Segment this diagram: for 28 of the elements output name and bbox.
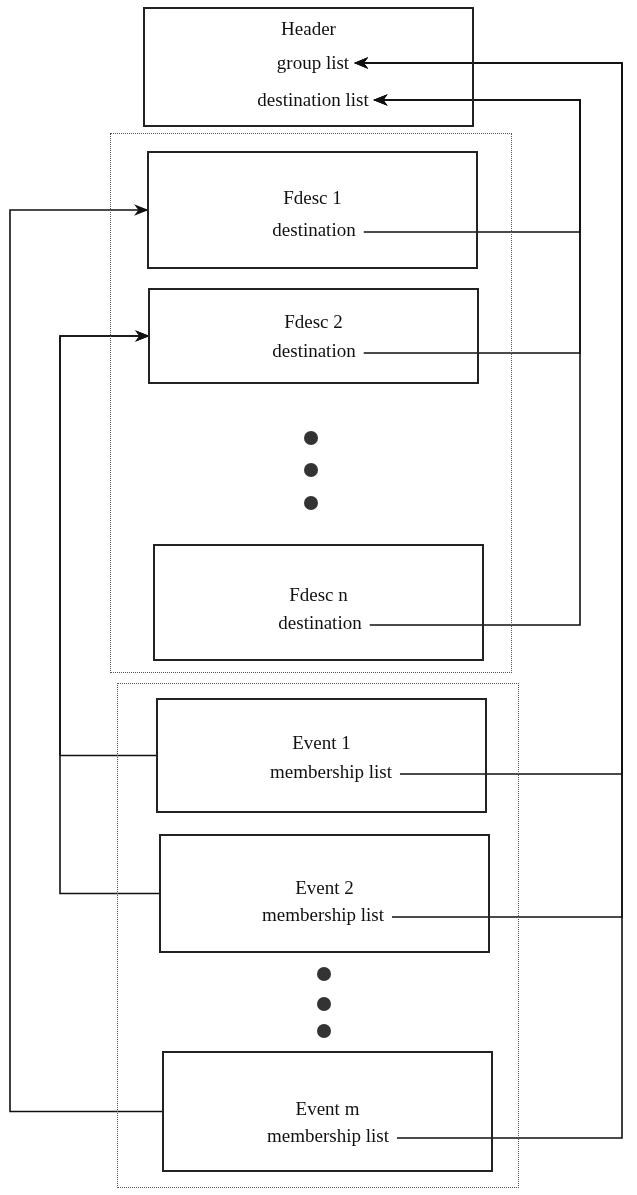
- dotted-group-frame: [110, 133, 512, 673]
- record-title: Fdesc n: [289, 584, 348, 606]
- record-title: Event 1: [292, 732, 351, 754]
- field-label: membership list: [262, 904, 384, 926]
- record-box: [143, 7, 474, 127]
- connector-arrow: [9, 204, 163, 1113]
- record-title: Fdesc 2: [284, 311, 343, 333]
- dotted-group-frame: [117, 683, 519, 1188]
- field-label: membership list: [267, 1125, 389, 1147]
- record-box: [162, 1051, 493, 1172]
- connector-arrow: [368, 94, 581, 626]
- record-title: Event m: [295, 1098, 360, 1120]
- record-title: Event 2: [295, 877, 354, 899]
- record-title: Header: [281, 18, 336, 40]
- field-label: destination: [272, 340, 356, 362]
- record-box: [147, 151, 478, 269]
- connector-arrow: [353, 57, 623, 1139]
- connector-arrow: [59, 330, 160, 895]
- field-label: destination: [278, 612, 362, 634]
- field-label: destination: [272, 219, 356, 241]
- field-label: destination list: [257, 89, 369, 111]
- field-label: membership list: [270, 761, 392, 783]
- record-box: [148, 288, 479, 384]
- record-box: [153, 544, 484, 661]
- record-title: Fdesc 1: [283, 187, 342, 209]
- record-box: [159, 834, 490, 953]
- record-box: [156, 698, 487, 813]
- field-label: group list: [276, 52, 350, 74]
